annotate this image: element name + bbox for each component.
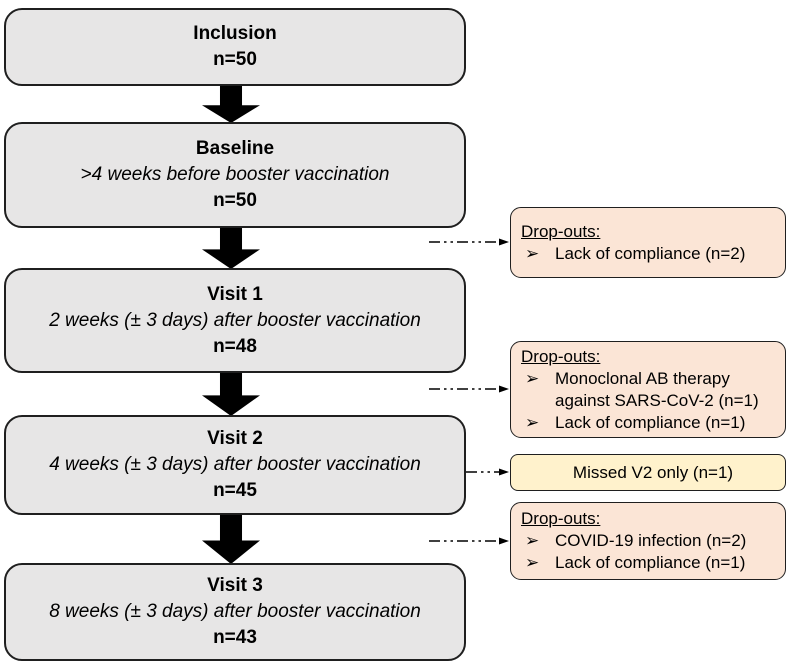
stage-n: n=50	[213, 190, 257, 211]
dropout-item: ➢ Lack of compliance (n=1)	[521, 412, 779, 434]
dropout-item-text: COVID-19 infection (n=2)	[555, 531, 747, 550]
stage-subtitle: 8 weeks (± 3 days) after booster vaccina…	[49, 601, 421, 622]
down-arrow-icon	[202, 515, 260, 564]
stage-title: Inclusion	[193, 23, 277, 44]
arrow-bullet-icon: ➢	[525, 553, 540, 572]
down-arrow-icon	[202, 228, 260, 269]
arrow-bullet-icon: ➢	[525, 412, 540, 432]
dropout-box-3: Drop-outs: ➢ COVID-19 infection (n=2) ➢ …	[510, 502, 786, 580]
note-box-missed-v2: Missed V2 only (n=1)	[510, 454, 786, 491]
dropout-item: ➢ Lack of compliance (n=1)	[521, 552, 779, 574]
stage-title: Baseline	[195, 138, 275, 159]
dropout-heading: Drop-outs:	[521, 221, 601, 241]
stage-n: n=50	[213, 49, 257, 70]
stage-box-visit-1: Visit 1 2 weeks (± 3 days) after booster…	[4, 268, 466, 373]
stage-subtitle: 4 weeks (± 3 days) after booster vaccina…	[49, 454, 421, 475]
stage-n: n=43	[213, 627, 257, 648]
stage-subtitle: 2 weeks (± 3 days) after booster vaccina…	[49, 309, 421, 331]
stage-box-visit-2: Visit 2 4 weeks (± 3 days) after booster…	[4, 415, 466, 515]
dropout-heading: Drop-outs:	[521, 509, 601, 528]
dropout-item-text: Lack of compliance (n=1)	[555, 412, 746, 432]
dropout-item-text: Lack of compliance (n=2)	[555, 243, 746, 263]
arrow-bullet-icon: ➢	[525, 368, 540, 388]
stage-title: Visit 3	[207, 575, 263, 596]
dropout-item-text: Monoclonal AB therapy against SARS-CoV-2…	[555, 368, 759, 410]
dropout-item: ➢ Monoclonal AB therapy against SARS-CoV…	[521, 368, 779, 412]
dropout-heading: Drop-outs:	[521, 346, 601, 366]
stage-box-inclusion: Inclusion n=50	[4, 8, 466, 86]
dropout-box-2: Drop-outs: ➢ Monoclonal AB therapy again…	[510, 341, 786, 438]
stage-box-baseline: Baseline >4 weeks before booster vaccina…	[4, 122, 466, 228]
stage-n: n=48	[213, 335, 257, 357]
dropout-item-text: Lack of compliance (n=1)	[555, 553, 746, 572]
stage-title: Visit 2	[207, 428, 263, 449]
arrow-bullet-icon: ➢	[525, 243, 540, 263]
stage-box-visit-3: Visit 3 8 weeks (± 3 days) after booster…	[4, 563, 466, 661]
dropout-item: ➢ COVID-19 infection (n=2)	[521, 530, 779, 552]
arrow-bullet-icon: ➢	[525, 531, 540, 550]
dropout-item: ➢ Lack of compliance (n=2)	[521, 243, 779, 265]
dropout-box-1: Drop-outs: ➢ Lack of compliance (n=2)	[510, 207, 786, 278]
stage-subtitle: >4 weeks before booster vaccination	[80, 164, 390, 185]
stage-n: n=45	[213, 480, 257, 501]
down-arrow-icon	[202, 86, 260, 123]
down-arrow-icon	[202, 373, 260, 416]
note-text: Missed V2 only (n=1)	[572, 462, 734, 482]
stage-title: Visit 1	[207, 283, 263, 305]
